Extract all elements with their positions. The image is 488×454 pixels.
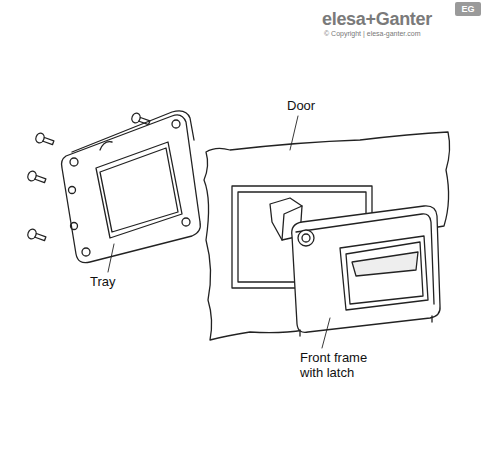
- drawing-stroke: [35, 175, 46, 182]
- drawing-stroke: [27, 170, 38, 182]
- drawing-stroke: [35, 233, 46, 240]
- front-frame: [292, 206, 440, 336]
- drawing-stroke: [322, 318, 330, 348]
- drawing-stroke: [72, 111, 194, 152]
- part-name: Front frame with latch: [300, 350, 386, 380]
- logo-badge-text: EG: [457, 3, 479, 15]
- drawing-stroke: [298, 230, 314, 246]
- drawing-stroke: [27, 228, 38, 240]
- drawing-stroke: [82, 248, 90, 256]
- drawing-stroke: [182, 218, 190, 226]
- drawing-stroke: [292, 206, 440, 332]
- part-name: Door: [287, 98, 315, 113]
- drawing-stroke: [346, 242, 423, 304]
- drawing-stroke: [69, 187, 76, 194]
- drawing-stroke: [70, 158, 78, 166]
- drawing-stroke: [172, 120, 180, 128]
- leader-lines: [108, 116, 330, 348]
- drawing-stroke: [62, 115, 201, 263]
- drawing-stroke: [96, 142, 182, 238]
- drawing-stroke: [296, 214, 434, 304]
- logo-text: elesa+Ganter: [322, 9, 432, 29]
- drawing-stroke: [352, 252, 418, 276]
- drawing-stroke: [100, 142, 112, 150]
- drawing-stroke: [100, 148, 178, 232]
- door: [204, 132, 450, 340]
- drawing-stroke: [302, 234, 310, 242]
- drawing-stroke: [27, 170, 47, 186]
- tray: [62, 111, 201, 263]
- copyright-note: © Copyright | elesa-ganter.com: [324, 29, 420, 38]
- drawing-stroke: [27, 228, 47, 244]
- drawing-stroke: [131, 112, 142, 124]
- drawing-stroke: [300, 316, 432, 336]
- drawing-stroke: [204, 132, 450, 340]
- drawing-stroke: [71, 223, 78, 230]
- drawing-stroke: [43, 137, 54, 144]
- logo-badge: [455, 2, 481, 16]
- drawing-stroke: [340, 236, 428, 310]
- part-name: Tray: [90, 274, 116, 289]
- drawing-stroke: [35, 132, 55, 148]
- drawing-stroke: [108, 244, 114, 272]
- drawing-stroke: [290, 116, 298, 150]
- drawing-stroke: [35, 132, 46, 144]
